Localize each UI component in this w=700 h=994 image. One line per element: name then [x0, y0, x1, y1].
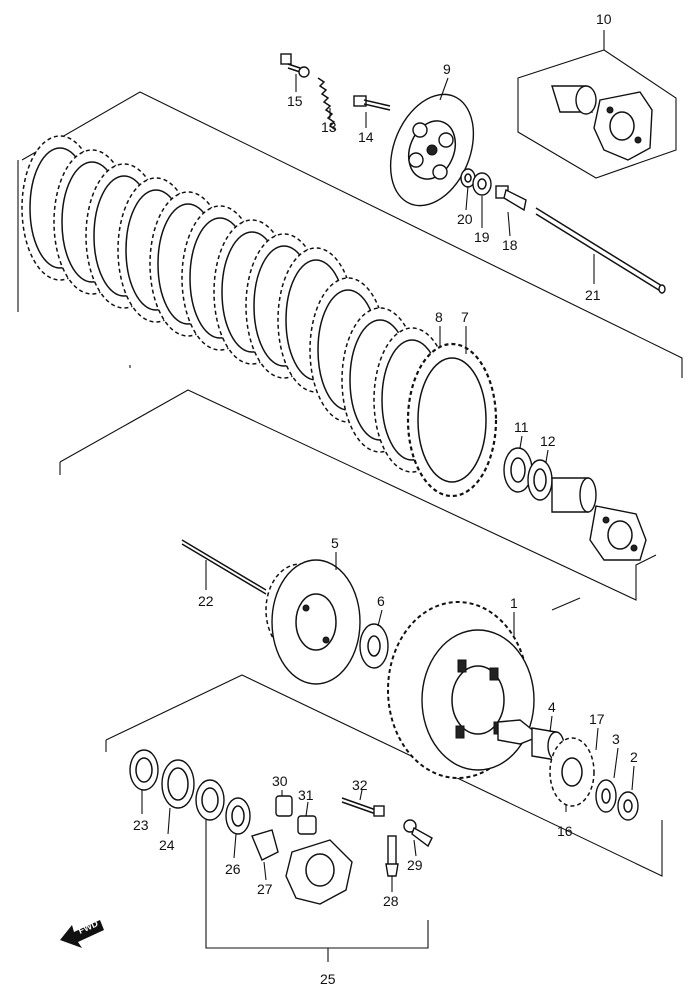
gear-16 [549, 737, 595, 807]
clutch-hub-right [589, 505, 647, 561]
callout-13: 13 [321, 119, 337, 135]
bleeder-28 [385, 835, 399, 877]
boot-27 [251, 829, 279, 861]
callout-12: 12 [540, 433, 556, 449]
callout-29: 29 [407, 857, 423, 873]
callout-24: 24 [159, 837, 175, 853]
leader-lines [141, 74, 635, 892]
push-rod-22 [181, 539, 267, 595]
cylinder-24 [161, 759, 195, 809]
callout-31: 31 [298, 787, 314, 803]
push-piece-18 [495, 185, 527, 212]
callout-19: 19 [474, 229, 490, 245]
fwd-arrow-icon: FWD [60, 918, 104, 948]
nut-2 [617, 791, 639, 821]
primary-gear-5 [265, 559, 361, 685]
seal-23 [129, 749, 159, 791]
push-rod-21 [535, 207, 666, 294]
thrust-washer-6 [359, 623, 389, 669]
callout-1: 1 [510, 595, 518, 611]
callout-30: 30 [272, 773, 288, 789]
clutch-housing-1 [387, 601, 542, 779]
callout-4: 4 [548, 699, 556, 715]
clutch-plates-stack [21, 135, 451, 473]
callout-25: 25 [320, 971, 336, 987]
bolt-32 [341, 797, 385, 817]
callout-3: 3 [612, 731, 620, 747]
spring-13 [317, 77, 337, 131]
friction-plate-7 [406, 342, 498, 498]
middle-hub-outline [59, 389, 657, 611]
callout-32: 32 [352, 777, 368, 793]
callout-28: 28 [383, 893, 399, 909]
callout-23: 23 [133, 817, 149, 833]
bolt-15 [280, 53, 310, 78]
callout-6: 6 [377, 593, 385, 609]
piston-25-body [195, 779, 225, 821]
washer-3 [595, 779, 617, 813]
callout-9: 9 [443, 61, 451, 77]
callout-labels: 1 2 3 4 5 6 7 8 9 10 11 12 13 14 15 16 1… [133, 11, 638, 987]
callout-8: 8 [435, 309, 443, 325]
inset-box-10 [517, 30, 677, 179]
bearing-19 [472, 172, 492, 196]
callout-22: 22 [198, 593, 214, 609]
callout-15: 15 [287, 93, 303, 109]
callout-10: 10 [596, 11, 612, 27]
callout-5: 5 [331, 535, 339, 551]
slave-cylinder-body [285, 839, 353, 905]
pin-14 [353, 95, 391, 111]
sleeve-hub-right [551, 477, 597, 513]
callout-21: 21 [585, 287, 601, 303]
inset-assembly-10 [551, 85, 653, 161]
callout-20: 20 [457, 211, 473, 227]
callout-7: 7 [461, 309, 469, 325]
seal-30 [275, 795, 293, 817]
callout-14: 14 [358, 129, 374, 145]
spacer-31 [297, 815, 317, 835]
callout-18: 18 [502, 237, 518, 253]
washer-12 [527, 459, 553, 501]
callout-17: 17 [589, 711, 605, 727]
callout-27: 27 [257, 881, 273, 897]
spring-26 [225, 797, 251, 835]
callout-2: 2 [630, 749, 638, 765]
hose-fitting-29 [403, 819, 433, 848]
callout-26: 26 [225, 861, 241, 877]
upper-plate-stack-outline [17, 91, 683, 378]
callout-11: 11 [514, 419, 529, 435]
callout-16: 16 [557, 823, 573, 839]
pressure-plate-9 [389, 93, 475, 207]
